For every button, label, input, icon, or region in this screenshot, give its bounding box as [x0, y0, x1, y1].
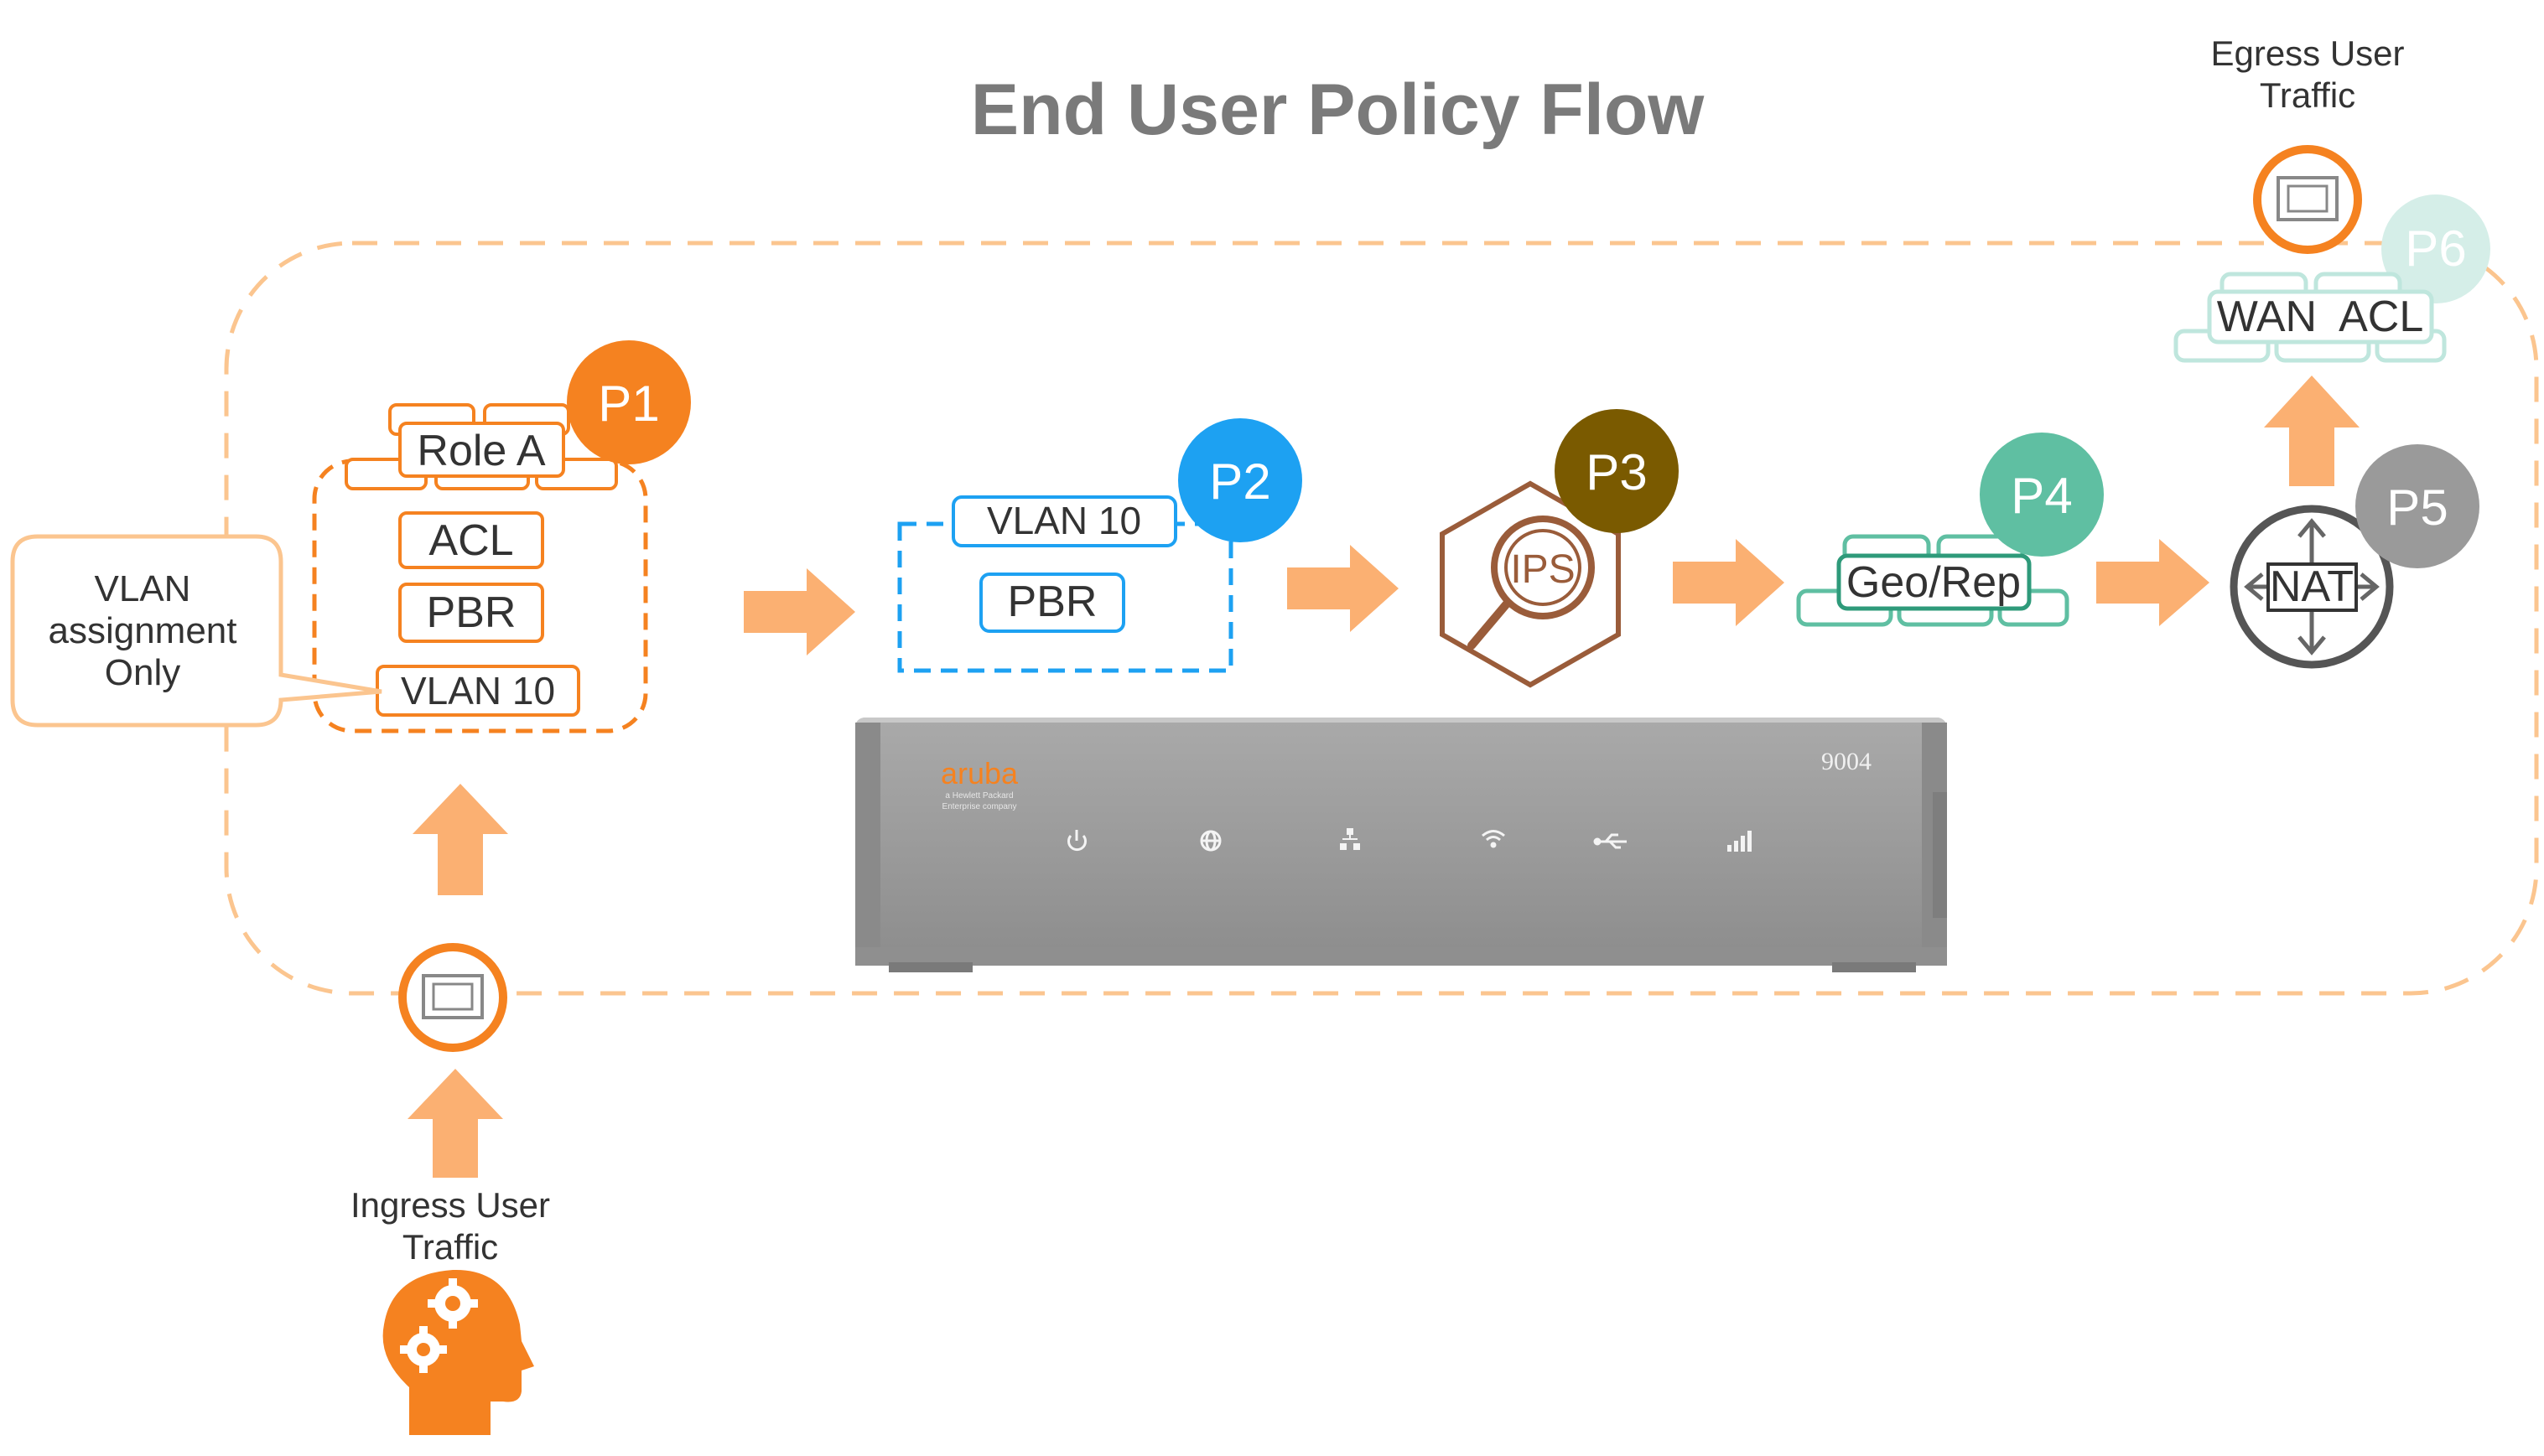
ips-magnifier-icon [1440, 480, 1621, 688]
p2-vlan-box [952, 495, 1177, 547]
arrow-p4-to-p5 [2096, 539, 2209, 626]
p2-pbr-label: PBR [1008, 578, 1098, 626]
badge-p4: P4 [1980, 433, 2104, 557]
ips-label: IPS [1510, 547, 1575, 592]
svg-text:P4: P4 [2011, 468, 2072, 524]
svg-text:assignment: assignment [48, 610, 236, 651]
ingress-ethernet-port-icon [398, 943, 507, 1052]
wifi-icon [1482, 830, 1505, 848]
arrow-up-port-to-p1 [413, 784, 508, 895]
p1-policy-group [312, 459, 648, 733]
badge-p1: P1 [567, 340, 691, 464]
svg-text:Ingress User: Ingress User [350, 1185, 550, 1225]
device-tagline-2: Enterprise company [942, 802, 1017, 811]
role-a-box [398, 422, 565, 478]
p2-vlan-label: VLAN 10 [987, 499, 1141, 542]
network-icon [1340, 828, 1360, 850]
p1-acl-box [398, 511, 544, 569]
svg-text:P1: P1 [598, 376, 659, 432]
wan-acl-label: WAN ACL [2217, 293, 2424, 341]
p1-vlan-label: VLAN 10 [401, 669, 555, 712]
usb-icon [1593, 833, 1627, 849]
svg-text:Traffic: Traffic [2260, 75, 2355, 115]
arrow-p1-to-p2 [744, 568, 855, 655]
svg-text:Egress User: Egress User [2210, 34, 2404, 73]
ingress-label: Ingress User Traffic [350, 1185, 550, 1267]
badge-p5: P5 [2355, 444, 2479, 568]
svg-text:P5: P5 [2386, 479, 2448, 536]
globe-icon [1200, 830, 1222, 852]
p2-pbr-box [979, 573, 1125, 633]
role-a-label: Role A [417, 427, 546, 475]
arrow-up-p5-to-p6 [2264, 376, 2360, 486]
vlan-assignment-callout: VLAN assignment Only [10, 534, 382, 728]
p1-pbr-box [398, 583, 544, 643]
badge-p2: P2 [1178, 418, 1302, 542]
device-tagline-1: a Hewlett Packard [945, 791, 1013, 801]
signal-bars-icon [1727, 831, 1752, 852]
arrow-up-user-to-port [408, 1069, 503, 1178]
svg-text:Only: Only [105, 652, 180, 693]
user-gears-icon [382, 1269, 534, 1435]
svg-text:P6: P6 [2405, 220, 2466, 277]
geo-rep-label: Geo/Rep [1846, 558, 2021, 607]
device-brand-logo: aruba [941, 756, 1019, 790]
badge-p6: P6 [2381, 194, 2490, 303]
diagram-title: End User Policy Flow [971, 70, 1706, 150]
arrow-p3-to-p4 [1673, 539, 1784, 626]
svg-text:P3: P3 [1586, 444, 1647, 500]
svg-text:VLAN: VLAN [95, 568, 191, 609]
svg-text:Traffic: Traffic [402, 1227, 498, 1267]
device-led-icons [1067, 828, 1752, 852]
device-model: 9004 [1821, 748, 1872, 775]
geo-rep-box [1836, 553, 2032, 611]
arrow-p2-to-p3 [1287, 545, 1399, 632]
egress-label: Egress User Traffic [2210, 34, 2404, 115]
nat-label: NAT [2270, 562, 2354, 611]
svg-text:P2: P2 [1209, 453, 1270, 510]
p1-pbr-label: PBR [427, 588, 517, 637]
power-icon [1067, 830, 1087, 852]
nat-router-icon [2230, 505, 2394, 669]
gateway-device [855, 718, 1947, 972]
wan-acl-firewall-brick-icon [2173, 272, 2447, 363]
egress-ethernet-port-icon [2253, 145, 2362, 254]
badge-p3: P3 [1555, 409, 1679, 533]
p1-acl-label: ACL [428, 516, 513, 565]
